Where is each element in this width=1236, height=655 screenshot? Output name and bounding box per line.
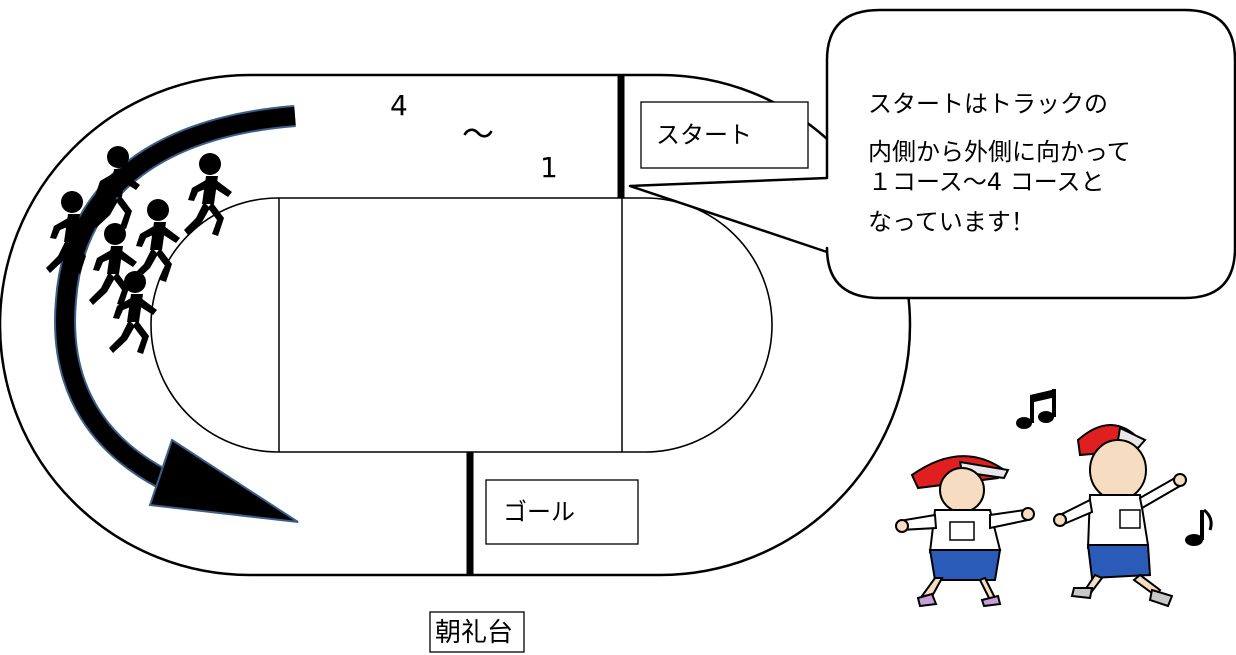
running-direction-arrow bbox=[54, 105, 299, 523]
start-label: スタート bbox=[656, 121, 752, 149]
child-left bbox=[895, 455, 1035, 608]
start-label-box bbox=[640, 101, 809, 169]
child-right bbox=[1053, 424, 1187, 608]
lane-label-1: 1 bbox=[540, 151, 558, 184]
callout-line-2: 内側から外側に向かって bbox=[868, 138, 1131, 166]
music-note-icon bbox=[1185, 508, 1213, 546]
lane-label-4: 4 bbox=[390, 89, 408, 122]
callout-line-4: なっています！ bbox=[868, 208, 1035, 236]
runner-icon bbox=[89, 223, 137, 306]
runner-icon bbox=[109, 271, 157, 354]
inner-field-boundary bbox=[150, 197, 773, 453]
music-note-icon bbox=[1016, 389, 1056, 429]
stage-label: 朝礼台 bbox=[435, 618, 513, 648]
callout-line-3: １コース～4 コースと bbox=[868, 168, 1105, 196]
lane-range-tilde: ～ bbox=[462, 115, 494, 153]
goal-label: ゴール bbox=[503, 498, 575, 526]
goal-label-box bbox=[485, 479, 639, 545]
running-children-illustration bbox=[895, 424, 1187, 608]
stage-label-box bbox=[429, 611, 525, 653]
callout-line-1: スタートはトラックの bbox=[868, 90, 1108, 118]
callout-bubble bbox=[628, 8, 1236, 300]
